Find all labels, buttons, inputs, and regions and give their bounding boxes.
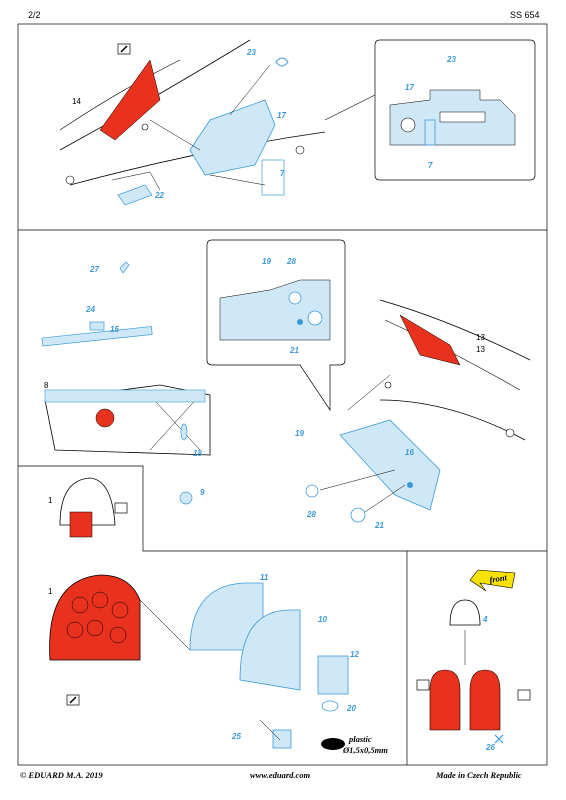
part-17-panel bbox=[189, 99, 276, 176]
copyright: © EDUARD M.A. 2019 bbox=[20, 770, 103, 780]
set-code: SS 654 bbox=[510, 10, 540, 20]
svg-text:28: 28 bbox=[286, 257, 296, 266]
svg-text:16: 16 bbox=[405, 448, 414, 457]
svg-text:18: 18 bbox=[193, 449, 202, 458]
panel-borders bbox=[17, 23, 548, 766]
part-22 bbox=[117, 184, 153, 206]
svg-text:10: 10 bbox=[318, 615, 327, 624]
front-arrow bbox=[469, 569, 516, 592]
plastic-note: plastic bbox=[348, 734, 372, 744]
svg-text:8: 8 bbox=[44, 381, 49, 390]
svg-text:19: 19 bbox=[262, 257, 271, 266]
svg-text:17: 17 bbox=[405, 83, 414, 92]
svg-text:7: 7 bbox=[428, 161, 433, 170]
part-16-panel bbox=[339, 419, 441, 511]
svg-text:23: 23 bbox=[446, 55, 456, 64]
svg-text:7: 7 bbox=[280, 169, 285, 178]
svg-text:27: 27 bbox=[89, 265, 99, 274]
svg-text:19: 19 bbox=[295, 429, 304, 438]
svg-text:13: 13 bbox=[476, 345, 485, 354]
svg-text:11: 11 bbox=[260, 573, 269, 582]
top-assembly bbox=[59, 39, 536, 206]
svg-text:21: 21 bbox=[289, 346, 299, 355]
svg-text:12: 12 bbox=[350, 650, 359, 659]
svg-text:9: 9 bbox=[200, 488, 205, 497]
svg-text:17: 17 bbox=[277, 111, 286, 120]
svg-text:22: 22 bbox=[154, 191, 164, 200]
svg-text:24: 24 bbox=[85, 305, 95, 314]
svg-text:25: 25 bbox=[231, 732, 241, 741]
assembly-number-labels: 14 8 13 1 1 bbox=[44, 97, 485, 596]
part-number-labels: 23 17 7 22 23 17 7 27 24 15 19 28 21 13 … bbox=[85, 48, 495, 752]
svg-text:1: 1 bbox=[48, 587, 53, 596]
svg-text:1: 1 bbox=[48, 496, 53, 505]
rod-size-note: Ø1,5x0,5mm bbox=[342, 745, 388, 755]
svg-text:14: 14 bbox=[72, 97, 81, 106]
made-in: Made in Czech Republic bbox=[436, 770, 522, 780]
lower-right-assembly bbox=[416, 569, 531, 744]
svg-text:26: 26 bbox=[485, 743, 495, 752]
svg-text:15: 15 bbox=[110, 325, 119, 334]
svg-text:21: 21 bbox=[374, 521, 384, 530]
page-number: 2/2 bbox=[28, 10, 41, 20]
svg-text:4: 4 bbox=[482, 615, 488, 624]
svg-text:13: 13 bbox=[476, 333, 485, 342]
svg-text:23: 23 bbox=[246, 48, 256, 57]
red-panel-14 bbox=[99, 59, 161, 141]
svg-text:20: 20 bbox=[346, 704, 356, 713]
red-panel-13 bbox=[399, 314, 461, 366]
middle-assembly bbox=[41, 239, 531, 523]
svg-text:28: 28 bbox=[306, 510, 316, 519]
lower-left-assembly bbox=[49, 477, 349, 750]
website: www.eduard.com bbox=[250, 770, 311, 780]
front-label: front bbox=[489, 572, 509, 585]
